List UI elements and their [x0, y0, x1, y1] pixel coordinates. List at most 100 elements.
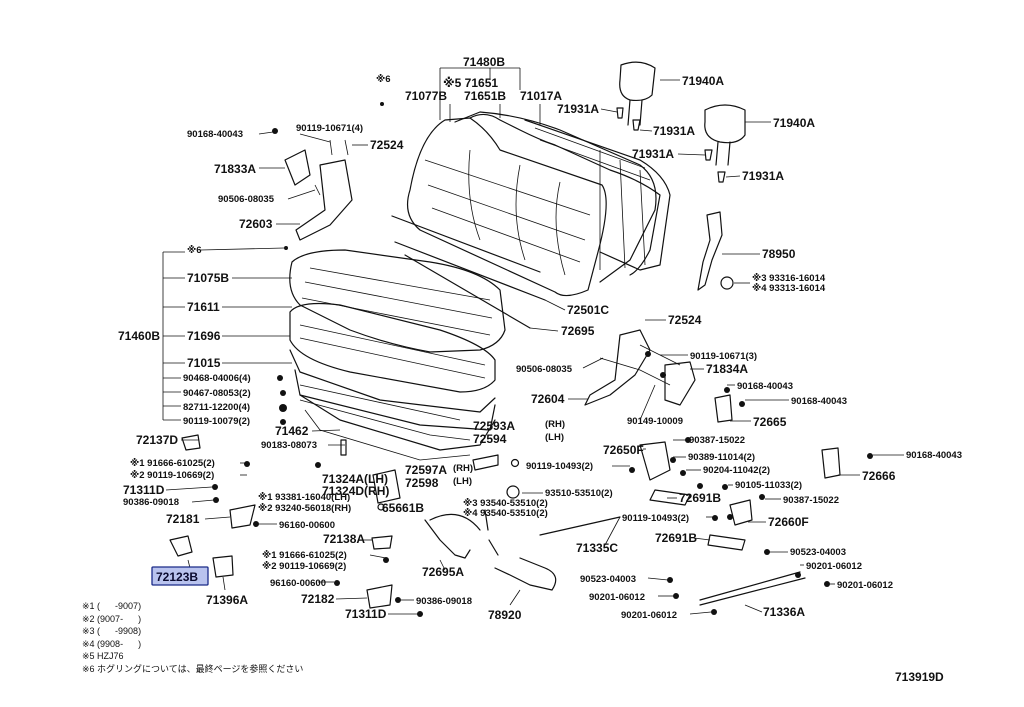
part-label-lh2[interactable]: (LH): [453, 476, 472, 487]
part-label-p90168d[interactable]: 90168-40043: [906, 450, 962, 461]
part-label-p96160a[interactable]: 96160-00600: [279, 520, 335, 531]
part-label-p90506b[interactable]: 90506-08035: [516, 364, 573, 375]
part-label-p65661b[interactable]: 65661B: [382, 501, 424, 515]
hinge-72604[interactable]: [584, 329, 651, 406]
rod-72501c[interactable]: [394, 241, 546, 301]
rod-71335c[interactable]: [539, 516, 621, 536]
part-label-p90168c[interactable]: 90168-40043: [791, 396, 847, 407]
part-label-p71833a[interactable]: 71833A: [214, 162, 256, 176]
part-label-p90119a[interactable]: 90119-10671(4): [296, 123, 363, 134]
part-label-p71324d[interactable]: 71324D(RH): [322, 484, 389, 498]
hinge-71833a[interactable]: [284, 149, 353, 241]
part-label-p72695b[interactable]: 72695A: [422, 565, 464, 579]
lever-72691b[interactable]: [649, 489, 691, 506]
part-label-p72182[interactable]: 72182: [301, 592, 335, 606]
part-label-rh1[interactable]: (RH): [545, 419, 565, 430]
part-label-p72137d[interactable]: 72137D: [136, 433, 178, 447]
part-72138a[interactable]: [371, 535, 393, 550]
part-label-p93313[interactable]: ※4 93313-16014: [752, 283, 826, 294]
part-label-p72665[interactable]: 72665: [753, 415, 787, 429]
part-label-p90204[interactable]: 90204-11042(2): [703, 465, 770, 476]
part-label-p90119c[interactable]: 90119-10079(2): [183, 416, 250, 427]
part-label-p96160b[interactable]: 96160-00600: [270, 578, 326, 589]
part-label-p90119f[interactable]: 90119-10493(2): [622, 513, 689, 524]
part-72123b[interactable]: [169, 535, 193, 557]
part-label-p72695a[interactable]: 72695: [561, 324, 595, 338]
part-label-p72691b1[interactable]: 72691B: [679, 491, 721, 505]
part-71324a[interactable]: [372, 469, 401, 504]
part-label-p90386a[interactable]: 90386-09018: [123, 497, 179, 508]
latch-72660f[interactable]: [729, 499, 753, 526]
rod-71336a[interactable]: [699, 577, 806, 606]
cable-72695a[interactable]: [424, 513, 481, 559]
part-label-p90119e[interactable]: ※2 90119-10669(2): [130, 470, 214, 481]
part-label-p72666[interactable]: 72666: [862, 469, 896, 483]
part-label-p493540[interactable]: ※4 93540-53510(2): [463, 508, 548, 519]
part-label-p90119g[interactable]: ※2 90119-10669(2): [262, 561, 346, 572]
part-label-p90168a[interactable]: 90168-40043: [187, 129, 243, 140]
part-label-p71336a[interactable]: 71336A: [763, 605, 805, 619]
part-label-p90168b[interactable]: 90168-40043: [737, 381, 793, 392]
seat-frame-71462[interactable]: [299, 394, 496, 451]
headrest-71940a-right[interactable]: [704, 104, 746, 166]
part-label-p72598[interactable]: 72598: [405, 476, 439, 490]
cable-78920[interactable]: [494, 557, 557, 591]
part-label-p71931a4[interactable]: 71931A: [742, 169, 784, 183]
seat-cushion-assembly[interactable]: [289, 249, 506, 441]
part-label-p93240[interactable]: ※2 93240-56018(RH): [258, 503, 351, 514]
headrest-71940a-left[interactable]: [619, 61, 656, 126]
part-label-p72501c[interactable]: 72501C: [567, 303, 609, 317]
part-label-p71931a2[interactable]: 71931A: [653, 124, 695, 138]
bracket-71396a[interactable]: [212, 555, 234, 578]
latch-72650f[interactable]: [639, 441, 671, 481]
part-label-p78950[interactable]: 78950: [762, 247, 796, 261]
bracket-71834a[interactable]: [664, 361, 696, 406]
part-label-p82711[interactable]: 82711-12200(4): [183, 402, 250, 413]
part-label-p90149[interactable]: 90149-10009: [627, 416, 683, 427]
part-label-p72138a[interactable]: 72138A: [323, 532, 365, 546]
part-label-p90201a[interactable]: 90201-06012: [806, 561, 862, 572]
part-label-p72604[interactable]: 72604: [531, 392, 565, 406]
part-label-p71931a1[interactable]: 71931A: [557, 102, 599, 116]
part-label-p72660f[interactable]: 72660F: [768, 515, 809, 529]
part-label-p93316[interactable]: ※3 93316-16014: [752, 273, 826, 284]
rod-72695[interactable]: [404, 254, 531, 329]
part-label-p71940a2[interactable]: 71940A: [773, 116, 815, 130]
plate-72597a[interactable]: [472, 454, 499, 471]
part-label-p71075b[interactable]: 71075B: [187, 271, 229, 285]
part-label-p78920[interactable]: 78920: [488, 608, 522, 622]
part-label-p72650f[interactable]: 72650F: [603, 443, 644, 457]
bracket-72182[interactable]: [366, 584, 393, 609]
part-72137d[interactable]: [181, 434, 201, 451]
part-label-p71335c[interactable]: 71335C: [576, 541, 618, 555]
part-label-p90119b[interactable]: 90119-10671(3): [690, 351, 757, 362]
part-label-p72603[interactable]: 72603: [239, 217, 273, 231]
part-label-n6b[interactable]: ※6: [187, 245, 202, 256]
part-label-p71462[interactable]: 71462: [275, 424, 309, 438]
part-label-p90523b[interactable]: 90523-04003: [580, 574, 636, 585]
part-label-rh2[interactable]: (RH): [453, 463, 473, 474]
part-label-p71651n5[interactable]: ※5 71651: [443, 76, 498, 90]
part-label-p71651b[interactable]: 71651B: [464, 89, 506, 103]
cover-72666[interactable]: [821, 447, 841, 479]
part-label-p90105[interactable]: 90105-11033(2): [735, 480, 802, 491]
part-label-p72181[interactable]: 72181: [166, 512, 200, 526]
part-label-p90389[interactable]: 90389-11014(2): [688, 452, 755, 463]
part-label-p72524b[interactable]: 72524: [668, 313, 702, 327]
part-label-p90183[interactable]: 90183-08073: [261, 440, 317, 451]
part-label-p71324a[interactable]: 71324A(LH): [322, 472, 388, 486]
part-label-p90387a[interactable]: 90387-15022: [689, 435, 745, 446]
part-label-p71460b[interactable]: 71460B: [118, 329, 160, 343]
part-label-p71940a1[interactable]: 71940A: [682, 74, 724, 88]
part-label-p90119d[interactable]: 90119-10493(2): [526, 461, 593, 472]
part-label-p90387b[interactable]: 90387-15022: [783, 495, 839, 506]
part-label-p90468[interactable]: 90468-04006(4): [183, 373, 251, 384]
part-label-p71077b[interactable]: 71077B: [405, 89, 447, 103]
part-label-p90201b[interactable]: 90201-06012: [837, 580, 893, 591]
part-label-p393540a[interactable]: ※3 93540-53510(2): [463, 498, 548, 509]
part-label-p90201c[interactable]: 90201-06012: [589, 592, 645, 603]
part-label-p90467[interactable]: 90467-08053(2): [183, 388, 251, 399]
part-label-p71834a[interactable]: 71834A: [706, 362, 748, 376]
part-label-p72597a[interactable]: 72597A: [405, 463, 447, 477]
part-label-p91666a[interactable]: ※1 91666-61025(2): [130, 458, 215, 469]
